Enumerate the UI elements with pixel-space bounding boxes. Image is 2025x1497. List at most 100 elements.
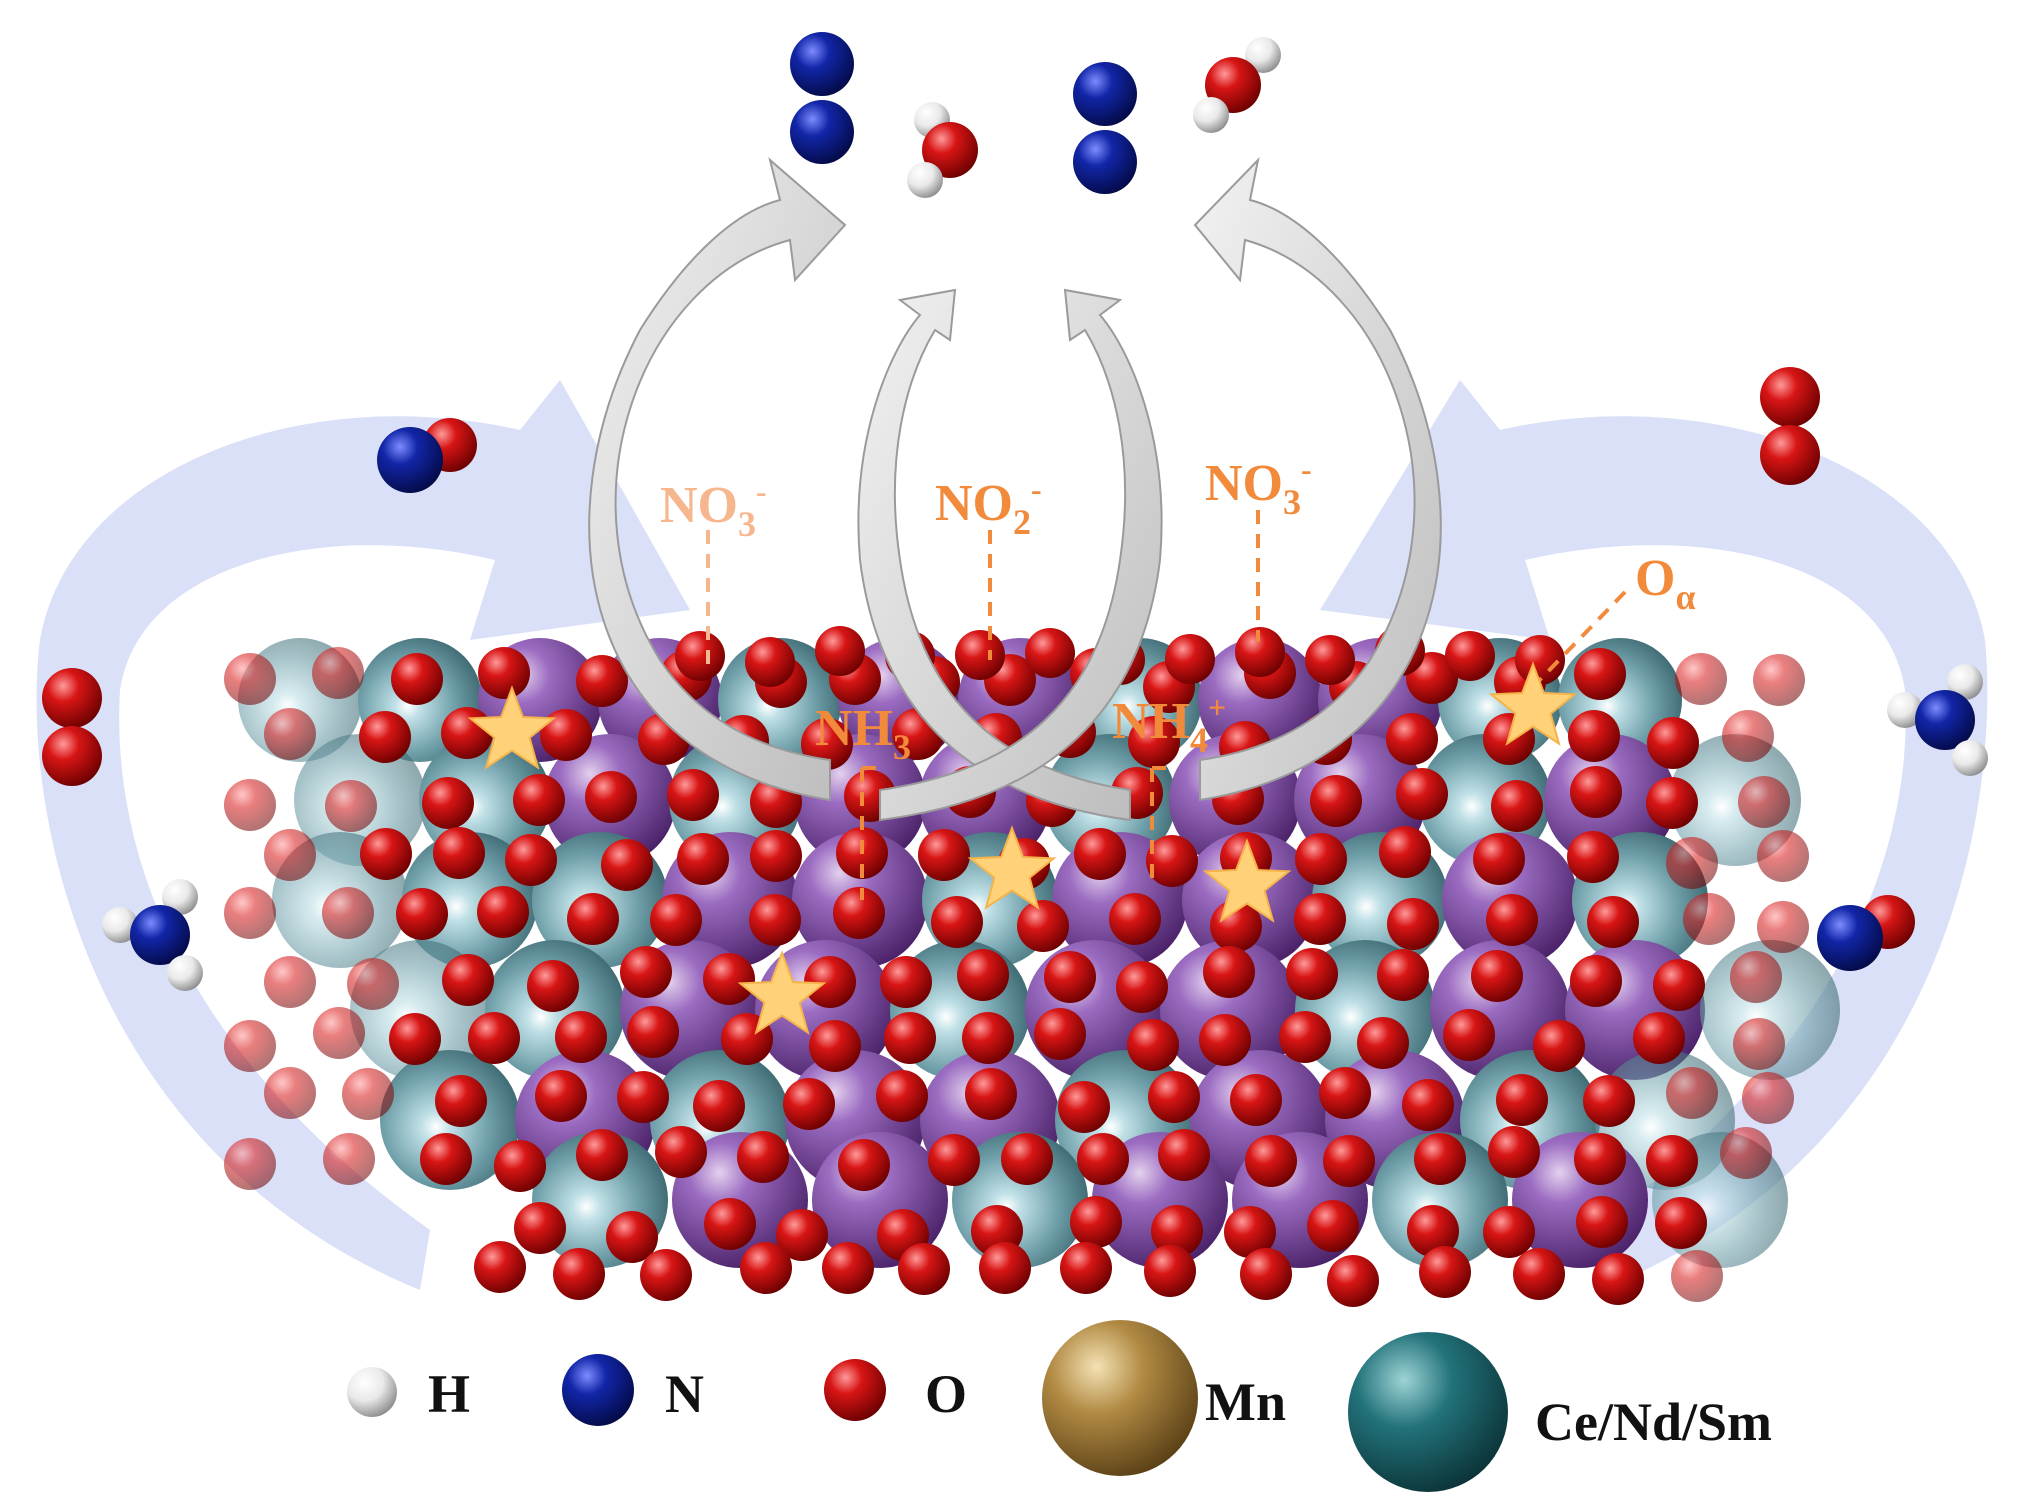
lattice-rare-earth-atom <box>1669 734 1801 866</box>
lattice-oxygen-atom <box>1443 1009 1495 1061</box>
label-no3-right: NO3- <box>1205 451 1312 522</box>
lattice-oxygen-atom <box>884 1012 936 1064</box>
ammonia-hydrogen-atom <box>102 907 138 943</box>
lattice-oxygen-atom <box>1286 948 1338 1000</box>
lattice-oxygen-atom <box>838 1139 890 1191</box>
legend-item-h: H <box>347 1364 470 1424</box>
surface-oxygen-atom <box>1515 635 1565 685</box>
right-blue-cycle-arrow <box>1320 380 1988 1290</box>
lattice-oxygen-atom <box>1116 961 1168 1013</box>
ammonia-hydrogen-atom <box>1952 740 1988 776</box>
lattice-mn-atom <box>1160 940 1300 1080</box>
lattice-oxygen-atom <box>1730 951 1782 1003</box>
o2-oxygen-atom <box>1760 367 1820 427</box>
lattice-oxygen-atom <box>1319 1067 1371 1119</box>
species-labels: NO3- NO2- NO3- NH3 NH4+ Oα <box>660 451 1696 767</box>
lattice-oxygen-atom <box>1402 1079 1454 1131</box>
legend-item-mn: Mn <box>1042 1320 1286 1476</box>
o2-oxygen-atom <box>1760 425 1820 485</box>
lattice-oxygen-atom <box>342 1068 394 1120</box>
ammonia-hydrogen-atom <box>162 879 198 915</box>
lattice-oxygen-atom <box>1128 716 1180 768</box>
lattice-oxygen-atom <box>1513 1248 1565 1300</box>
lattice-oxygen-atom <box>1666 1067 1718 1119</box>
lattice-oxygen-atom <box>740 1242 792 1294</box>
hydrogen-atom-icon <box>347 1367 397 1417</box>
lattice-oxygen-atom <box>505 834 557 886</box>
lattice-oxygen-atom <box>957 949 1009 1001</box>
lattice-oxygen-atom <box>422 777 474 829</box>
o2-oxygen-atom <box>42 668 102 728</box>
lattice-oxygen-atom <box>1666 837 1718 889</box>
lattice-oxygen-atom <box>822 1242 874 1294</box>
lattice-oxygen-atom <box>1570 955 1622 1007</box>
surface-oxygen-atom <box>1445 631 1495 681</box>
lattice-oxygen-atom <box>1738 776 1790 828</box>
lattice-oxygen-atom <box>667 769 719 821</box>
n2-nitrogen-atom <box>790 32 854 96</box>
lattice-oxygen-atom <box>224 653 276 705</box>
lattice-oxygen-atom <box>442 954 494 1006</box>
lattice-oxygen-atom <box>1567 831 1619 883</box>
lattice-oxygen-atom <box>1060 1242 1112 1294</box>
lattice-oxygen-atom <box>1151 1205 1203 1257</box>
lattice-oxygen-atom <box>576 1129 628 1181</box>
lattice-oxygen-atom <box>513 774 565 826</box>
lattice-oxygen-atom <box>1295 833 1347 885</box>
lattice-oxygen-atom <box>1583 1075 1635 1127</box>
lattice-oxygen-atom <box>898 1243 950 1295</box>
lattice-oxygen-atom <box>1647 717 1699 769</box>
lattice-oxygen-atom <box>804 956 856 1008</box>
lattice-oxygen-atom <box>1592 1253 1644 1305</box>
active-sites <box>467 661 1578 1035</box>
lattice-oxygen-atom <box>494 1140 546 1192</box>
legend-label-h: H <box>428 1364 470 1424</box>
ammonia-nitrogen-atom <box>1915 690 1975 750</box>
lattice-oxygen-atom <box>1491 780 1543 832</box>
lattice-oxygen-atom <box>1074 828 1126 880</box>
lattice-oxygen-atom <box>1488 1126 1540 1178</box>
lattice-oxygen-atom <box>1279 1011 1331 1063</box>
lattice-oxygen-atom <box>1203 946 1255 998</box>
lattice-oxygen-atom <box>1653 959 1705 1011</box>
lattice-oxygen-atom <box>1757 830 1809 882</box>
lattice-oxygen-atom <box>1753 654 1805 706</box>
water-hydrogen-atom <box>1193 97 1229 133</box>
legend-label-n: N <box>665 1364 704 1424</box>
lattice-oxygen-atom <box>1396 768 1448 820</box>
inner-right-grey-arrow <box>879 288 1163 822</box>
lattice-oxygen-atom <box>750 830 802 882</box>
lattice-oxygen-atom <box>325 780 377 832</box>
lattice-oxygen-atom <box>749 894 801 946</box>
lattice-oxygen-atom <box>1386 713 1438 765</box>
outer-left-grey-arrow <box>588 157 847 802</box>
lattice-oxygen-atom <box>1646 777 1698 829</box>
lattice-oxygen-atom <box>1419 1246 1471 1298</box>
lattice-oxygen-atom <box>224 887 276 939</box>
lattice-oxygen-atom <box>1044 951 1096 1003</box>
outer-right-grey-arrow <box>1193 156 1442 802</box>
lattice-oxygen-atom <box>1377 949 1429 1001</box>
water-hydrogen-atom <box>1245 37 1281 73</box>
lattice-oxygen-atom <box>1327 1255 1379 1307</box>
lattice-rare-earth-atom <box>1372 1132 1508 1268</box>
lattice-oxygen-atom <box>1570 766 1622 818</box>
left-blue-cycle-arrow <box>36 380 691 1290</box>
n2-nitrogen-atom <box>1073 62 1137 126</box>
lattice-oxygen-atom <box>474 1241 526 1293</box>
lattice-oxygen-atom <box>224 779 276 831</box>
inner-left-grey-arrow <box>857 288 1131 822</box>
lattice-oxygen-atom <box>576 655 628 707</box>
lattice-oxygen-atom <box>1294 893 1346 945</box>
lattice-oxygen-atom <box>441 707 493 759</box>
active-site-star-icon <box>467 685 557 770</box>
lattice-oxygen-atom <box>1633 1012 1685 1064</box>
surface-oxygen-atom <box>815 626 865 676</box>
lattice-oxygen-atom <box>640 1249 692 1301</box>
lattice-oxygen-atom <box>553 1248 605 1300</box>
lattice-oxygen-atom <box>1310 775 1362 827</box>
lattice-oxygen-atom <box>396 888 448 940</box>
lattice-oxygen-atom <box>928 1134 980 1186</box>
lattice-oxygen-atom <box>655 1126 707 1178</box>
